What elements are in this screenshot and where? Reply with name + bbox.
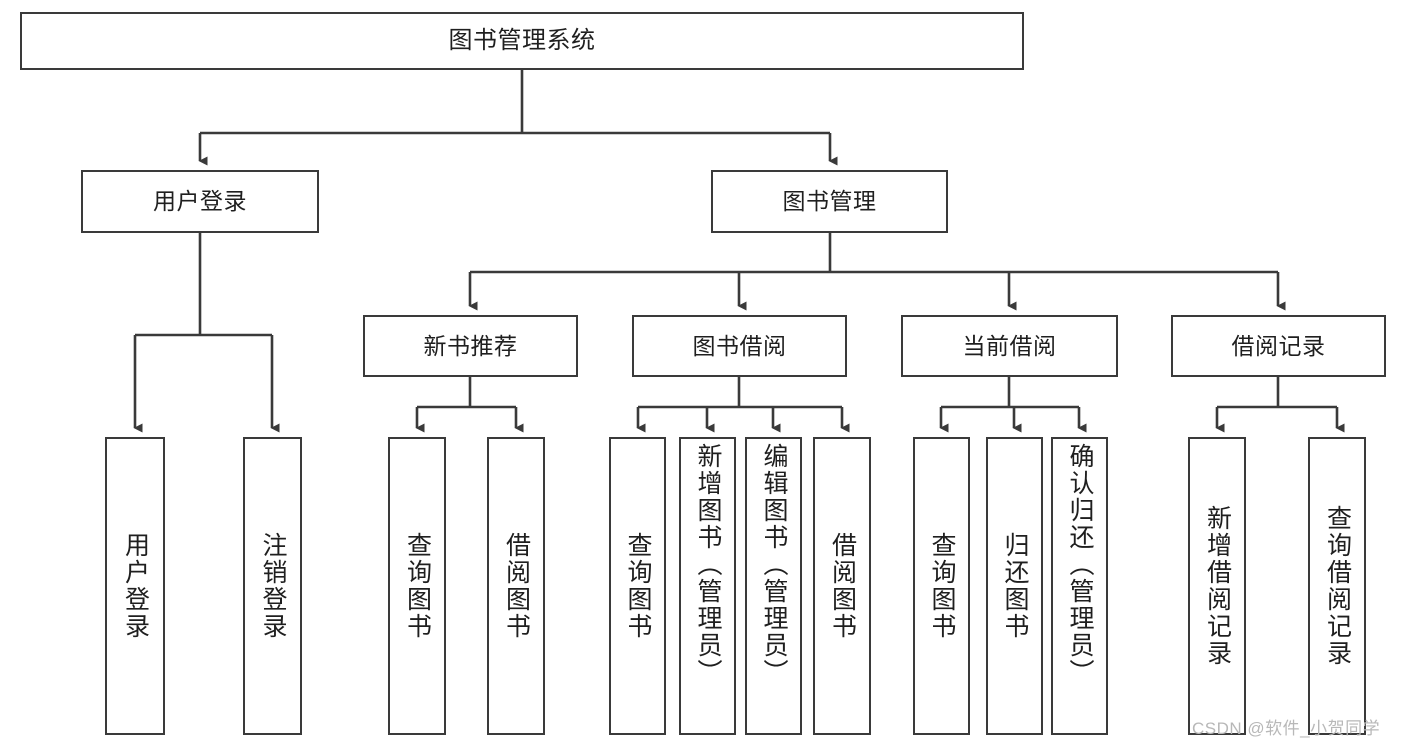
node-leaf-confirm-return[interactable]: 确认归还（管理员） <box>1051 437 1108 735</box>
node-book-borrow[interactable]: 图书借阅 <box>632 315 847 377</box>
node-label-book-manage: 图书管理 <box>782 188 877 215</box>
node-new-book-recommend[interactable]: 新书推荐 <box>363 315 578 377</box>
node-label-leaf-confirm-return: 确认归还（管理员） <box>1066 443 1094 686</box>
node-label-leaf-user-login: 用户登录 <box>121 532 150 640</box>
node-label-leaf-edit-book: 编辑图书（管理员） <box>760 443 788 686</box>
node-leaf-borrow-book-2[interactable]: 借阅图书 <box>813 437 871 735</box>
node-book-manage[interactable]: 图书管理 <box>711 170 948 233</box>
node-label-leaf-logout: 注销登录 <box>259 532 287 640</box>
node-label-leaf-query-record: 查询借阅记录 <box>1323 505 1352 667</box>
node-label-user-login: 用户登录 <box>153 188 247 215</box>
node-leaf-logout[interactable]: 注销登录 <box>243 437 302 735</box>
node-leaf-borrow-book-1[interactable]: 借阅图书 <box>487 437 545 735</box>
node-leaf-query-book-3[interactable]: 查询图书 <box>913 437 970 735</box>
node-leaf-query-book-1[interactable]: 查询图书 <box>388 437 446 735</box>
node-label-root: 图书管理系统 <box>448 27 596 55</box>
node-leaf-user-login[interactable]: 用户登录 <box>105 437 165 735</box>
node-label-leaf-borrow-book-2: 借阅图书 <box>828 532 857 640</box>
node-label-leaf-query-book-3: 查询图书 <box>928 532 956 640</box>
node-leaf-edit-book[interactable]: 编辑图书（管理员） <box>745 437 802 735</box>
node-label-leaf-add-record: 新增借阅记录 <box>1203 505 1232 667</box>
node-root-system[interactable]: 图书管理系统 <box>20 12 1024 70</box>
node-leaf-return-book[interactable]: 归还图书 <box>986 437 1043 735</box>
csdn-watermark: CSDN @软件_小贺同学 <box>1192 719 1381 738</box>
node-label-leaf-add-book: 新增图书（管理员） <box>694 443 722 686</box>
node-leaf-add-record[interactable]: 新增借阅记录 <box>1188 437 1246 735</box>
node-label-leaf-query-book-2: 查询图书 <box>624 532 652 640</box>
node-label-new-book-recommend: 新书推荐 <box>423 332 518 359</box>
node-label-borrow-record: 借阅记录 <box>1231 332 1326 359</box>
node-label-book-borrow: 图书借阅 <box>692 332 787 359</box>
node-leaf-query-record[interactable]: 查询借阅记录 <box>1308 437 1366 735</box>
node-leaf-add-book[interactable]: 新增图书（管理员） <box>679 437 736 735</box>
node-current-borrow[interactable]: 当前借阅 <box>901 315 1118 377</box>
node-label-current-borrow: 当前借阅 <box>962 332 1057 359</box>
node-label-leaf-borrow-book-1: 借阅图书 <box>502 532 531 640</box>
node-label-leaf-query-book-1: 查询图书 <box>403 532 432 640</box>
node-borrow-record[interactable]: 借阅记录 <box>1171 315 1386 377</box>
node-label-leaf-return-book: 归还图书 <box>1001 532 1029 640</box>
node-user-login[interactable]: 用户登录 <box>81 170 319 233</box>
node-leaf-query-book-2[interactable]: 查询图书 <box>609 437 666 735</box>
